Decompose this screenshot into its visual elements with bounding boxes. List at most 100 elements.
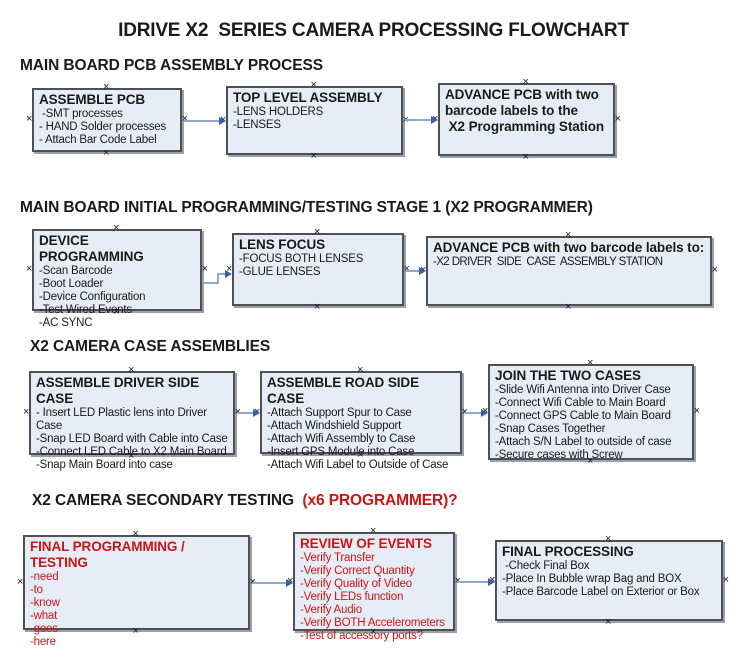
flow-box-assemble-road-side-case: ASSEMBLE ROAD SIDE CASE -Attach Support … bbox=[254, 365, 468, 472]
anchor-x-icon: × bbox=[132, 528, 139, 540]
flow-box-lens-focus: LENS FOCUS -FOCUS BOTH LENSES-GLUE LENSE… bbox=[226, 227, 410, 313]
box-item: -Snap Main Board into case bbox=[36, 459, 173, 471]
anchor-x-icon: × bbox=[17, 575, 24, 588]
box-item: -Snap LED Board with Cable into Case bbox=[36, 433, 228, 445]
arrow-line bbox=[457, 581, 489, 583]
anchor-x-icon: × bbox=[23, 406, 30, 418]
box-item: -Slide Wifi Antenna into Driver Case bbox=[495, 384, 671, 396]
box-item: -Verify Audio bbox=[300, 604, 362, 616]
arrow-line bbox=[406, 270, 420, 272]
box-item: -Device Configuration bbox=[39, 291, 146, 303]
box-items: - Insert LED Plastic lens into Driver Ca… bbox=[36, 407, 228, 472]
anchor-x-icon: × bbox=[314, 226, 321, 238]
box-item: -Attach Support Spur to Case bbox=[267, 407, 412, 419]
anchor-x-icon: × bbox=[522, 151, 529, 163]
box-item: -LENS HOLDERS bbox=[233, 106, 324, 118]
anchor-x-icon: × bbox=[605, 616, 612, 628]
arrow-head-icon bbox=[419, 267, 426, 275]
anchor-x-icon: × bbox=[26, 263, 33, 275]
anchor-x-icon: × bbox=[711, 264, 718, 276]
box-item: -LENSES bbox=[233, 119, 281, 131]
anchor-x-icon: × bbox=[565, 301, 572, 313]
flow-box-review-of-events: REVIEW OF EVENTS -Verify Transfer-Verify… bbox=[287, 526, 461, 643]
box-items: -Slide Wifi Antenna into Driver Case-Con… bbox=[495, 384, 687, 462]
box-item: -Test Wired Events bbox=[39, 304, 132, 316]
box-item: -Attach S/N Label to outside of case bbox=[495, 436, 672, 448]
arrow-line bbox=[464, 412, 482, 414]
box-item: -Verify Correct Quantity bbox=[300, 565, 415, 577]
anchor-x-icon: × bbox=[605, 533, 612, 545]
box-item: -Snap Cases Together bbox=[495, 423, 606, 435]
box-title: FINAL PROCESSING bbox=[502, 544, 634, 559]
box-item: -Attach Wifi Label to Outside of Case bbox=[267, 459, 449, 471]
box-item: -know bbox=[30, 597, 60, 609]
flow-box-advance-pcb-programming-station: ADVANCE PCB with two barcode labels to t… bbox=[432, 77, 621, 163]
box-item: -X2 DRIVER SIDE CASE ASSEMBLY STATION bbox=[433, 256, 663, 268]
flow-box-device-programming: DEVICE PROGRAMMING -Scan Barcode-Boot Lo… bbox=[26, 223, 208, 330]
box-item: -AC SYNC bbox=[39, 317, 93, 329]
box-item: -Place In Bubble wrap Bag and BOX bbox=[502, 573, 682, 585]
box-title: ASSEMBLE ROAD SIDE CASE bbox=[267, 375, 423, 406]
box-title: ADVANCE PCB with two barcode labels to: bbox=[433, 240, 705, 255]
box-item: -to bbox=[30, 584, 43, 596]
box-title: FINAL PROGRAMMING / TESTING bbox=[30, 539, 189, 570]
connector-arrow bbox=[406, 267, 426, 275]
arrow-line bbox=[184, 120, 220, 122]
box-item: -Secure cases with Screw bbox=[495, 449, 623, 461]
anchor-x-icon: × bbox=[26, 113, 33, 125]
anchor-x-icon: × bbox=[357, 364, 364, 376]
anchor-x-icon: × bbox=[522, 76, 529, 88]
box-item: -SMT processes bbox=[39, 108, 123, 120]
box-items: -Check Final Box-Place In Bubble wrap Ba… bbox=[502, 560, 716, 599]
box-item: -Check Final Box bbox=[502, 560, 590, 572]
box-item: -Verify LEDs function bbox=[300, 591, 404, 603]
arrow-line bbox=[217, 273, 225, 275]
box-items: -need-to-know-what-goes-here bbox=[30, 571, 243, 649]
arrow-head-icon bbox=[481, 409, 488, 417]
section-heading-text: X2 CAMERA SECONDARY TESTING bbox=[32, 492, 299, 509]
box-item: -what bbox=[30, 610, 58, 622]
box-item: -GLUE LENSES bbox=[239, 266, 321, 278]
flow-box-assemble-pcb: ASSEMBLE PCB -SMT processes- HAND Solder… bbox=[26, 82, 188, 159]
box-title: REVIEW OF EVENTS bbox=[300, 536, 432, 551]
connector-arrow bbox=[184, 117, 226, 125]
section-heading-pcb-assembly: MAIN BOARD PCB ASSEMBLY PROCESS bbox=[20, 57, 323, 74]
anchor-x-icon: × bbox=[565, 229, 572, 241]
box-item: -Verify BOTH Accelerometers bbox=[300, 617, 445, 629]
box-item: - Attach Bar Code Label bbox=[39, 134, 157, 146]
anchor-x-icon: × bbox=[722, 573, 729, 586]
anchor-x-icon: × bbox=[128, 364, 135, 376]
box-title: DEVICE PROGRAMMING bbox=[39, 233, 144, 264]
box-item: -Verify Transfer bbox=[300, 552, 375, 564]
arrow-line bbox=[237, 412, 254, 414]
box-item: -goes bbox=[30, 623, 58, 635]
box-items: -SMT processes- HAND Solder processes- A… bbox=[39, 108, 175, 147]
arrow-head-icon bbox=[431, 116, 438, 124]
flow-box-final-programming-testing: FINAL PROGRAMMING / TESTING -need-to-kno… bbox=[17, 529, 256, 649]
arrow-head-icon bbox=[286, 579, 293, 587]
box-items: -LENS HOLDERS-LENSES bbox=[233, 106, 396, 132]
box-items: -Attach Support Spur to Case-Attach Wind… bbox=[267, 407, 455, 472]
flow-box-assemble-driver-side-case: ASSEMBLE DRIVER SIDE CASE - Insert LED P… bbox=[23, 365, 241, 472]
box-title: ASSEMBLE PCB bbox=[39, 92, 146, 107]
box-title: ASSEMBLE DRIVER SIDE CASE bbox=[36, 375, 203, 406]
anchor-x-icon: × bbox=[310, 150, 317, 162]
box-title: ADVANCE PCB with two barcode labels to t… bbox=[445, 87, 604, 134]
anchor-x-icon: × bbox=[693, 405, 700, 417]
anchor-x-icon: × bbox=[113, 222, 120, 234]
box-item: -Verify Quality of Video bbox=[300, 578, 412, 590]
arrow-head-icon bbox=[225, 270, 232, 278]
connector-arrow bbox=[464, 409, 488, 417]
connector-arrow-elbow bbox=[204, 270, 232, 286]
arrow-head-icon bbox=[219, 117, 226, 125]
anchor-x-icon: × bbox=[370, 525, 377, 537]
arrow-head-icon bbox=[253, 409, 260, 417]
box-item: - Insert LED Plastic lens into Driver Ca… bbox=[36, 407, 210, 432]
box-item: -FOCUS BOTH LENSES bbox=[239, 253, 364, 265]
arrow-line bbox=[204, 282, 219, 284]
box-items: -X2 DRIVER SIDE CASE ASSEMBLY STATION bbox=[433, 256, 705, 269]
section-heading-red-suffix: (x6 PROGRAMMER)? bbox=[298, 492, 458, 509]
connector-arrow bbox=[237, 409, 260, 417]
box-items: -Verify Transfer-Verify Correct Quantity… bbox=[300, 552, 448, 643]
